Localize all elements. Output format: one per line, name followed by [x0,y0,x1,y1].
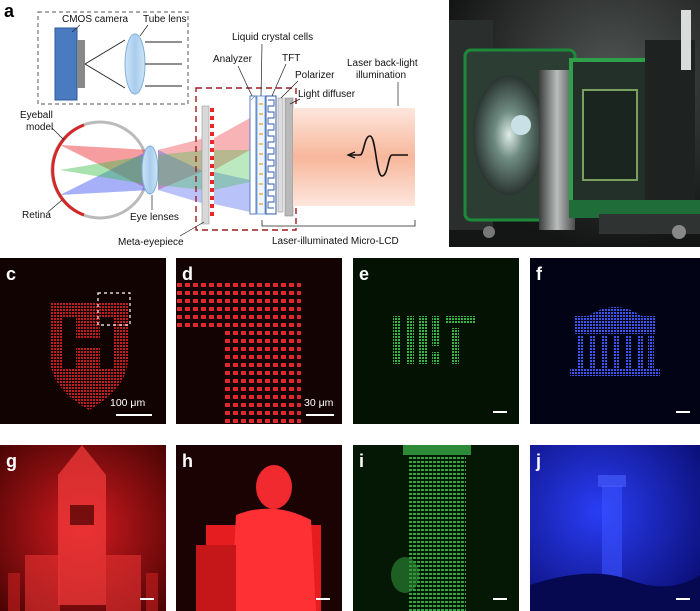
eyeball-model-label-1: Eyeball [20,110,53,121]
scalebar-j [676,598,690,600]
eye-lenses-label: Eye lenses [130,212,179,223]
micro-lcd-label: Laser-illuminated Micro-LCD [272,236,399,247]
scalebar-d [306,414,334,416]
panel-label-c: c [6,264,17,284]
panel-label-i: i [359,451,365,471]
camera-inset-box [37,11,189,105]
cmos-camera [54,27,78,101]
scalebar-c [116,414,152,416]
prototype-photo [449,0,700,247]
camera-sensor [77,40,85,88]
retina-label: Retina [22,210,51,221]
retina-curve [51,123,85,217]
eye-lens [141,145,159,195]
library-image [570,307,660,376]
panel-i-tower: i [353,445,519,611]
mit-image [393,316,475,364]
tft-layer [265,95,277,215]
panel-label-a: a [4,1,15,21]
shield-shape [50,303,128,410]
shield-image [50,292,131,410]
panel-label-j: j [536,451,542,471]
tube-lens [124,33,146,95]
laser-backlight-label-2: illumination [356,70,406,81]
polarizer-layer [277,97,284,213]
scalebar-d-label: 30 μm [304,397,334,409]
scalebar-g [140,598,154,600]
scalebar-c-label: 100 μm [110,397,146,409]
scalebar-e [493,411,507,413]
meta-eyepiece [201,105,210,225]
panel-label-f: f [536,264,542,284]
panel-h-statue: h [176,445,342,611]
panel-c-harvard-shield: c 100 μm [0,258,166,424]
setup-schematic: CMOS camera Tube lens Eyeball model Reti… [20,11,418,248]
panel-label-e: e [359,264,370,284]
tft-label: TFT [282,53,300,64]
memorial-hall-image [0,445,166,611]
cmos-camera-label: CMOS camera [62,14,129,25]
panel-label-d: d [182,264,193,284]
panel-a: CMOS camera Tube lens Eyeball model Reti… [0,0,445,252]
zoom-region-box [97,292,131,326]
tower-image [391,445,471,611]
panel-g-memorial-hall: g [0,445,166,611]
panel-label-h: h [182,451,193,471]
liquid-crystal-cells-label: Liquid crystal cells [232,32,313,43]
panel-d-zoom: d 30 μm [176,258,342,424]
polarizer-label: Polarizer [295,70,335,81]
panel-j-lighthouse: j [530,445,700,611]
meta-eyepiece-label: Meta-eyepiece [118,237,184,248]
eyeball-model-label-2: model [26,122,53,133]
lighthouse-image [530,445,700,611]
light-diffuser-label: Light diffuser [298,89,356,100]
light-wave [348,135,408,177]
panel-label-g: g [6,451,17,471]
statue-image [176,445,342,611]
analyzer-layer [249,95,257,215]
light-diffuser-layer [284,97,294,217]
panel-e-mit-logo: e [353,258,519,424]
scalebar-h [316,598,330,600]
tube-lens-label: Tube lens [143,14,187,25]
scalebar-i [493,598,507,600]
zoom-image [176,280,301,424]
analyzer-label: Analyzer [213,54,253,65]
panel-f-columbia-library: f [530,258,700,424]
scalebar-f [676,411,690,413]
panel-b-photo: b [449,0,700,247]
laser-backlight-label-1: Laser back-light [347,58,418,69]
meta-eyepiece-pattern [210,108,214,216]
